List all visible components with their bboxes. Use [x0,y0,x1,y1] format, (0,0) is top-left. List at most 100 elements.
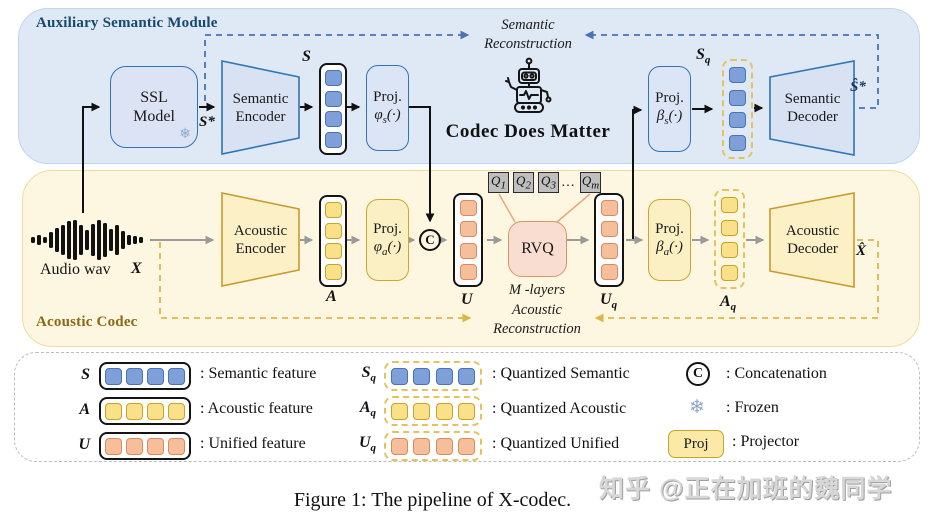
semantic-block [324,132,342,149]
quantizer-q3: Q3 [538,172,559,193]
quantizer-q2: Q2 [513,172,534,193]
s-feature-label: S [302,48,311,65]
legend-semantic-text: : Semantic feature [200,365,317,382]
semantic-block [729,89,746,106]
legend-projector-icon: Proj [668,430,724,458]
semantic-encoder: Semantic Encoder [221,60,300,155]
s-star-label: S* [199,114,215,130]
quantizer-q1: Q1 [488,172,509,193]
watermark: 知乎 @正在加班的魏同学 [599,475,893,503]
legend-semantic-stack [99,362,191,390]
rvq-box: RVQ [508,221,567,277]
unified-block [600,221,618,238]
unified-block [126,437,143,455]
u-feature-label: U [461,291,473,308]
a-feature-stack [319,195,347,287]
semantic-block [457,367,475,385]
semantic-block [324,111,342,128]
semantic-block [413,367,431,385]
legend-acoustic-text: : Acoustic feature [200,400,313,417]
acoustic-block [147,402,164,420]
unified-block [459,200,477,217]
s-hat-label: Ŝ* [850,79,866,95]
unified-block [600,242,618,259]
unified-block [459,242,477,259]
legend-concat-text: : Concatenation [726,365,827,382]
projector-beta-s-label: Proj. [655,90,684,107]
sq-feature-stack [722,59,753,159]
legend-sq-symbol: Sq [361,364,376,385]
legend-concat-icon: C [686,362,710,386]
legend-quantized-semantic-text: : Quantized Semantic [492,365,630,382]
concatenation-node: C [419,229,441,251]
semantic-block [126,367,143,385]
semantic-decoder-shape [769,60,855,156]
frozen-icon: ❄ [179,127,191,143]
acoustic-block [721,219,738,236]
acoustic-block [721,242,738,259]
acoustic-block [105,402,122,420]
legend-frozen-icon: ❄ [689,397,705,418]
s-feature-stack [319,63,347,155]
a-feature-label: A [326,288,337,305]
legend-acoustic-stack [99,397,191,425]
projector-phi-s-formula: φs(·) [374,107,401,127]
semantic-decoder-label: Semantic Decoder [784,91,841,125]
semantic-block [147,367,164,385]
acoustic-codec-title: Acoustic Codec [36,314,138,330]
projector-phi-a-label: Proj. [373,221,402,238]
m-layers-label: M -layers [509,282,565,298]
acoustic-block [435,402,453,420]
semantic-encoder-shape [221,60,300,155]
legend-s-symbol: S [81,366,90,383]
figure-caption: Figure 1: The pipeline of X-codec. [293,489,572,511]
unified-block [600,263,618,280]
acoustic-encoder: Acoustic Encoder [221,192,300,287]
legend-aq-symbol: Aq [359,399,376,420]
legend-unified-text: : Unified feature [200,435,306,452]
semantic-block [324,90,342,107]
legend-u-symbol: U [78,436,90,453]
acoustic-block [324,201,342,218]
acoustic-block [413,402,431,420]
ssl-model-label-line2: Model [133,108,175,125]
projector-phi-a: Proj. φa(·) [366,199,409,281]
legend-quantized-unified-stack [384,431,482,461]
semantic-block [324,69,342,86]
unified-block [105,437,122,455]
acoustic-block [457,402,475,420]
unified-block [459,221,477,238]
unified-block [413,437,431,455]
legend-quantized-unified-text: : Quantized Unified [492,435,620,452]
acoustic-block [324,222,342,239]
unified-block [435,437,453,455]
semantic-decoder: Semantic Decoder [769,60,856,156]
unified-block [457,437,475,455]
legend-uq-symbol: Uq [358,434,376,455]
semantic-block [391,367,409,385]
acoustic-reconstruction-label: Acoustic Reconstruction [493,302,581,337]
semantic-block [729,134,746,151]
unified-block [459,263,477,280]
projector-beta-a: Proj. βa(·) [648,199,691,281]
legend-projector-text: : Projector [732,433,800,450]
acoustic-block [721,197,738,214]
semantic-block [435,367,453,385]
acoustic-decoder: Acoustic Decoder [769,192,856,288]
audio-wav-label: Audio wav [40,261,111,278]
acoustic-encoder-shape [221,192,300,287]
acoustic-block [126,402,143,420]
projector-beta-s: Proj. βs(·) [648,66,691,152]
acoustic-block [721,264,738,281]
acoustic-block [168,402,185,420]
legend-quantized-semantic-stack [384,361,482,391]
projector-beta-a-label: Proj. [655,221,684,238]
aq-feature-label: Aq [720,293,737,314]
legend-unified-stack [99,432,191,460]
acoustic-block [324,264,342,281]
semantic-module-title: Auxiliary Semantic Module [36,15,218,31]
robot-icon [505,57,552,113]
projector-beta-s-formula: βs(·) [656,108,683,128]
legend-quantized-acoustic-stack [384,396,482,426]
